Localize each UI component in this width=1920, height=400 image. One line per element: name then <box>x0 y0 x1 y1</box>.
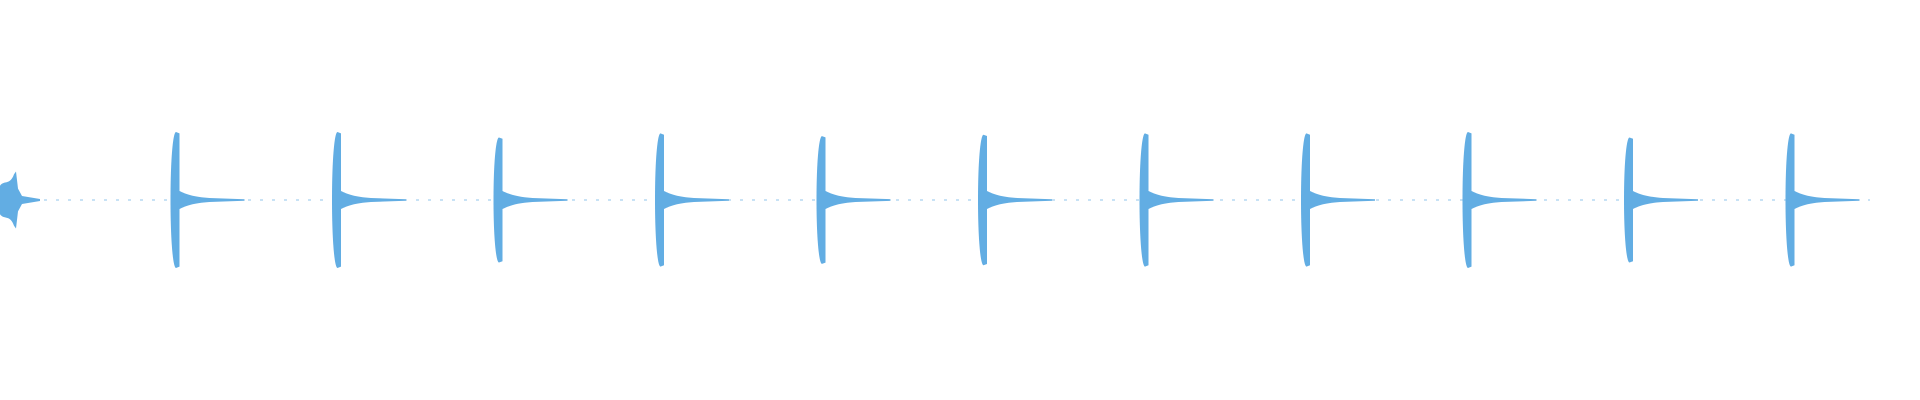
waveform-pulse-decay <box>987 191 1052 209</box>
waveform-pulse-transient <box>493 137 503 263</box>
waveform-pulse-transient <box>1624 137 1633 263</box>
waveform-pulse-decay <box>1633 191 1698 209</box>
waveform-pulse-decay <box>825 191 891 209</box>
waveform-pulse-decay <box>664 191 729 209</box>
waveform-pulse-decay <box>1794 191 1860 209</box>
waveform-pulse-decay <box>1310 191 1375 209</box>
waveform-pulse-transient <box>655 133 664 267</box>
waveform-pulse-transient <box>1785 133 1795 267</box>
waveform-pulse-transient <box>332 132 341 268</box>
waveform-pulse-decay <box>341 191 406 209</box>
waveform-pulse-transient <box>1139 133 1149 267</box>
waveform-pulse-transient <box>816 136 826 264</box>
waveform-pulse-transient <box>1301 133 1310 267</box>
waveform-pulse-decay <box>502 191 568 209</box>
waveform-pulse-transient <box>170 132 180 268</box>
waveform-pulse-onset <box>0 171 40 229</box>
waveform-pulse-transient <box>1462 132 1472 268</box>
waveform-pulses <box>0 132 1860 268</box>
waveform-pulse-decay <box>179 191 245 209</box>
waveform-pulse-decay <box>1471 191 1537 209</box>
waveform-pulse-decay <box>1148 191 1214 209</box>
waveform-pulse-transient <box>978 134 987 266</box>
